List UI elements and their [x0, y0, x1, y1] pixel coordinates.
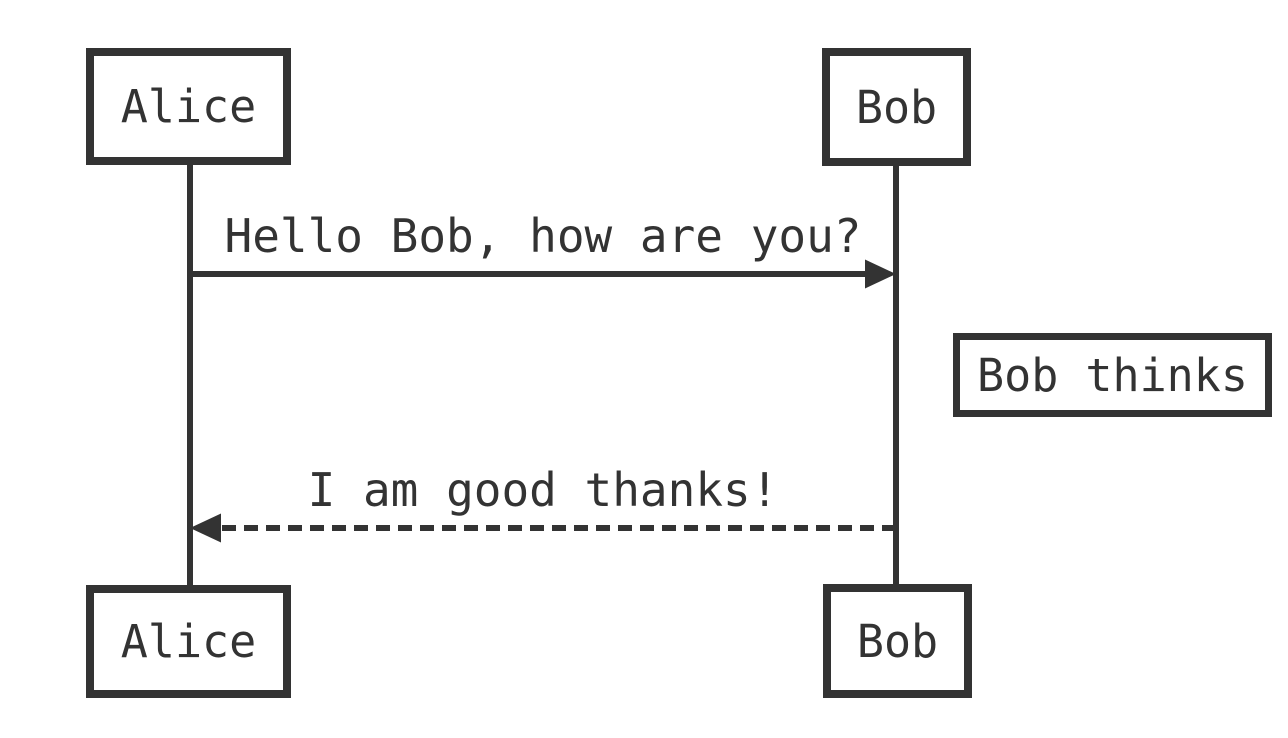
- actor-box-bob-bottom: Bob: [823, 584, 972, 698]
- actor-label-alice-bottom: Alice: [120, 615, 257, 668]
- actor-label-bob-bottom: Bob: [856, 614, 939, 668]
- message-2-arrowhead-left-icon: [190, 513, 221, 543]
- actor-box-alice-top: Alice: [86, 48, 291, 165]
- message-2-label: I am good thanks!: [307, 463, 779, 517]
- message-1-arrowhead-right-icon: [865, 259, 896, 289]
- note-label: Bob thinks: [977, 348, 1248, 402]
- actor-box-bob-top: Bob: [822, 48, 971, 166]
- note-box-bob-thinks: Bob thinks: [953, 333, 1272, 417]
- actor-label-bob-top: Bob: [855, 80, 938, 134]
- actor-label-alice-top: Alice: [120, 80, 257, 133]
- actor-box-alice-bottom: Alice: [86, 585, 291, 698]
- message-1-label: Hello Bob, how are you?: [224, 209, 862, 263]
